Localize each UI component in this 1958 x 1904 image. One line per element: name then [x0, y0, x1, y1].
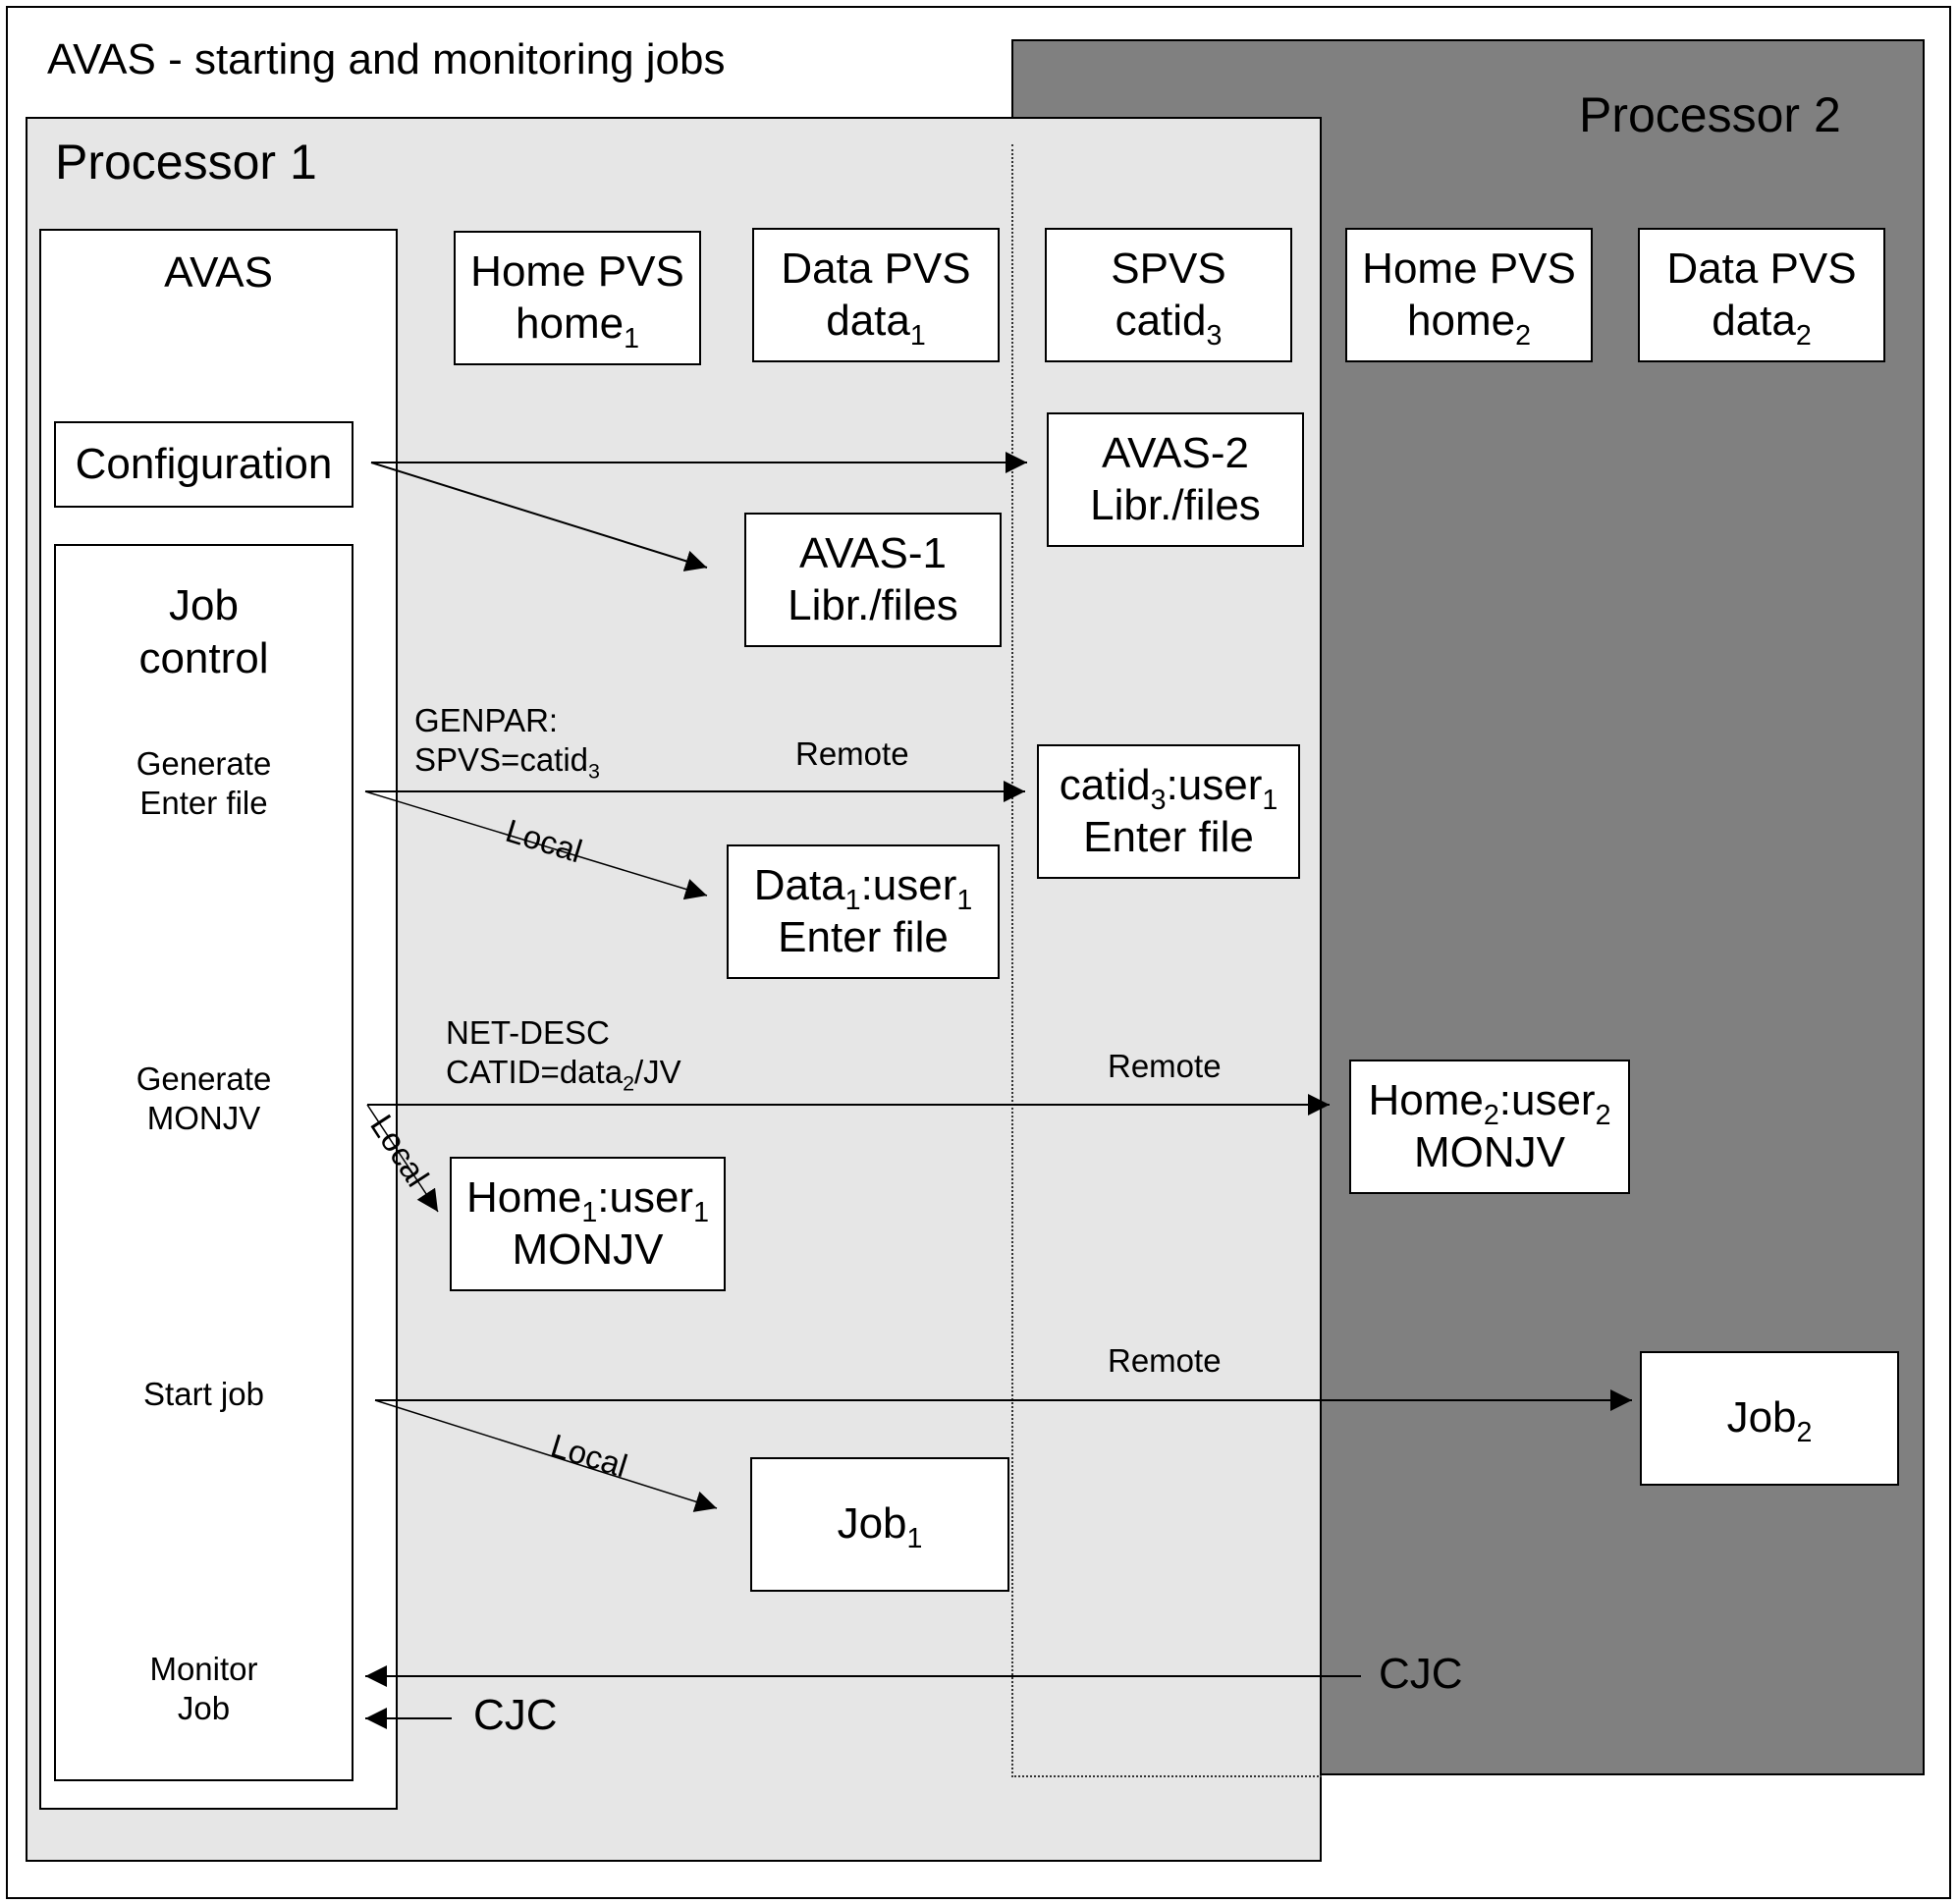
avas-title: AVAS [164, 248, 273, 297]
configuration-label: Configuration [75, 439, 333, 488]
job-control-panel [54, 544, 354, 1781]
arrow-monjv-local [366, 1104, 439, 1213]
catid3-user1-enter-file-box: catid3:user1 Enter file [1037, 744, 1300, 879]
step-monitor-job: Monitor Job [149, 1651, 258, 1726]
shared-region-boundary [1011, 144, 1322, 1777]
home-pvs-1-box: Home PVS home1 [454, 231, 701, 365]
arrow-startjob-local [374, 1399, 718, 1512]
processor-1-label: Processor 1 [55, 135, 317, 190]
step-generate-monjv: Generate MONJV [136, 1061, 272, 1136]
cjc-label-local: CJC [473, 1691, 558, 1739]
home1-user1-monjv-box: Home1:user1 MONJV [450, 1157, 726, 1291]
home2-user2-monjv-box: Home2:user2 MONJV [1349, 1060, 1630, 1194]
spvs-box: SPVS catid3 [1045, 228, 1292, 362]
home-pvs-2-box: Home PVS home2 [1345, 228, 1593, 362]
arrow-enter-local [364, 790, 708, 900]
configuration-box: Configuration [54, 421, 354, 508]
arrow-config-to-avas1 [370, 462, 708, 571]
avas-1-library-box: AVAS-1 Libr./files [744, 513, 1002, 647]
genpar-label: GENPAR: SPVS=catid3 [414, 702, 600, 784]
job-2-box: Job2 [1640, 1351, 1899, 1486]
processor-2-label: Processor 2 [1579, 87, 1841, 142]
data-pvs-2-box: Data PVS data2 [1638, 228, 1885, 362]
diagram-title: AVAS - starting and monitoring jobs [47, 35, 726, 83]
remote-label-monjv: Remote [1108, 1048, 1222, 1084]
job-1-box: Job1 [750, 1457, 1009, 1592]
data1-user1-enter-file-box: Data1:user1 Enter file [727, 844, 1000, 979]
avas-2-library-box: AVAS-2 Libr./files [1047, 412, 1304, 547]
remote-label-enter: Remote [795, 735, 909, 772]
job-control-title: Job control [138, 581, 269, 683]
step-generate-enter-file: Generate Enter file [136, 745, 272, 821]
net-desc-label: NET-DESC CATID=data2/JV [446, 1014, 681, 1096]
data-pvs-1-box: Data PVS data1 [752, 228, 1000, 362]
remote-label-startjob: Remote [1108, 1342, 1222, 1379]
step-start-job: Start job [143, 1376, 264, 1412]
cjc-label-remote: CJC [1379, 1650, 1463, 1698]
